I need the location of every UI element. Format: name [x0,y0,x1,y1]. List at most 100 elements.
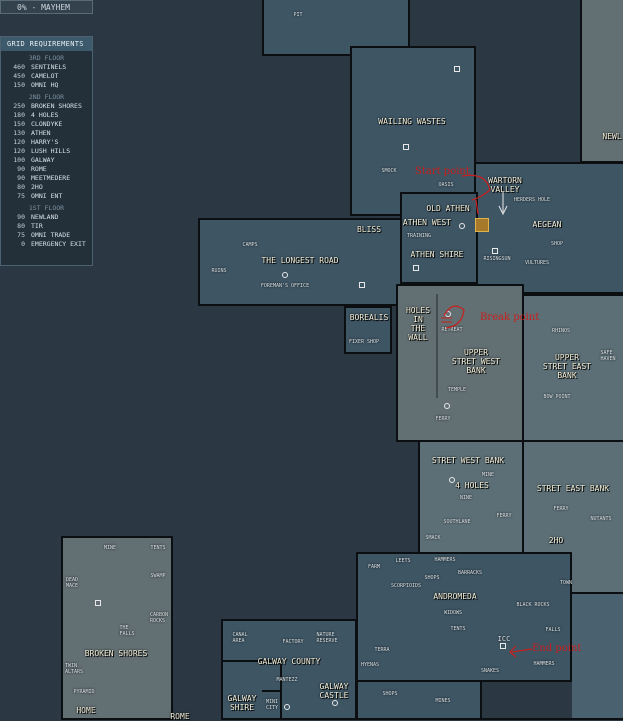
label-southlane: SOUTHLANE [443,519,471,525]
location-icon[interactable] [444,403,450,409]
requirement-name: OMNI ENT [31,192,63,200]
requirement-name: LUSH HILLS [31,147,71,155]
requirement-value: 90 [17,174,25,182]
requirement-name: OMNI HQ [31,81,59,89]
location-icon[interactable] [332,700,338,706]
label-training: TRAINING [406,233,432,239]
requirement-name: EMERGENCY EXIT [31,240,86,248]
floor-section-label: 2ND FLOOR [28,93,65,101]
label-the-longest-road: THE LONGEST ROAD [261,256,339,265]
label-home: HOME [76,706,96,715]
waypoint-icon[interactable] [492,248,498,254]
label-rome: ROME [170,712,190,721]
requirement-value: 80 [17,222,25,230]
grid-terminal-icon[interactable] [475,218,489,232]
annotation-end-point: End point [532,643,582,654]
requirement-name: CAMELOT [31,72,59,80]
label-mantezz: MANTEZZ [276,677,298,683]
label-newl: NEWL [602,132,622,141]
label-canal-area: CANAL AREA [232,632,248,644]
location-icon[interactable] [284,704,290,710]
label-shops-2: SHOPS [382,691,398,697]
label-shops: SHOPS [424,575,440,581]
zone-andromeda[interactable] [356,552,572,682]
grid-requirement-row: 90 MEETMEDERE [1,174,92,183]
label-broken-shores: BROKEN SHORES [84,649,148,658]
label-falls: FALLS [545,627,561,633]
zone-east-edge[interactable] [570,592,623,720]
floor-section-label: 1ST FLOOR [28,204,65,212]
waypoint-icon[interactable] [359,282,365,288]
requirement-name: ATHEN [31,129,51,137]
label-upper-stret-west-bank: UPPER STRET WEST BANK [451,348,501,375]
zone-upper-stret-east-bank[interactable] [522,294,623,444]
requirement-name: BROKEN SHORES [31,102,82,110]
requirement-name: 2HO [31,183,43,191]
waypoint-icon[interactable] [500,643,506,649]
label-temple: TEMPLE [447,387,467,393]
grid-requirement-row: 250 BROKEN SHORES [1,102,92,111]
grid-requirement-row: 120 HARRY'S [1,138,92,147]
label-safe-haven: SAFE HAVEN [600,350,616,362]
requirement-value: 180 [13,111,25,119]
label-pyramid: PYRAMID [73,689,95,695]
label-herders-hole: HERDERS HOLE [513,197,551,203]
label-dead-mace: DEAD MACE [65,577,79,589]
label-aegean: AEGEAN [532,220,562,229]
label-factory: FACTORY [282,639,304,645]
waypoint-icon[interactable] [403,144,409,150]
requirement-name: SENTINELS [31,63,67,71]
location-icon[interactable] [282,272,288,278]
requirement-value: 450 [13,72,25,80]
grid-requirement-row: 450 CAMELOT [1,72,92,81]
label-borealis: BOREALIS [349,313,389,322]
label-terra: TERRA [374,647,390,653]
label-fixer-shop: FIXER SHOP [348,339,380,345]
zone-the-longest-road[interactable] [198,218,402,306]
label-barracks: BARRACKS [457,570,483,576]
label-andromeda: ANDROMEDA [433,592,477,601]
label-leets: LEETS [395,558,411,564]
label-pit: PIT [293,12,303,18]
zone-holes-in-the-wall[interactable] [396,284,524,442]
zone-stret-west-bank[interactable] [418,440,524,554]
whom-pah-icon[interactable] [449,477,455,483]
difficulty-text: 0% - MAYHEM [17,3,70,12]
grid-requirements-title: GRID REQUIREMENTS [1,37,92,51]
label-mine: MINE [481,472,495,478]
requirement-value: 460 [13,63,25,71]
requirement-value: 120 [13,138,25,146]
zone-aegean[interactable] [474,162,623,294]
zone-borealis[interactable] [344,306,392,354]
label-old-athen: OLD ATHEN [426,204,470,213]
requirement-name: HARRY'S [31,138,59,146]
label-hammers: HAMMERS [434,557,456,563]
difficulty-bar: 0% - MAYHEM [0,0,93,14]
requirement-value: 150 [13,81,25,89]
zone-broken-shores[interactable] [61,536,173,720]
label-stret-west-bank: STRET WEST BANK [431,456,505,465]
requirement-name: ROME [31,165,47,173]
requirement-name: CLONDYKE [31,120,63,128]
requirement-value: 250 [13,102,25,110]
whom-pah-icon[interactable] [459,223,465,229]
waypoint-icon[interactable] [454,66,460,72]
waypoint-icon[interactable] [413,265,419,271]
label-mine-2: MINE [103,545,117,551]
label-camps: CAMPS [242,242,258,248]
requirement-name: 4 HOLES [31,111,59,119]
requirement-name: MEETMEDERE [31,174,71,182]
label-wailing-wastes: WAILING WASTES [378,117,446,126]
zone-newl[interactable] [580,0,623,163]
waypoint-icon[interactable] [95,600,101,606]
